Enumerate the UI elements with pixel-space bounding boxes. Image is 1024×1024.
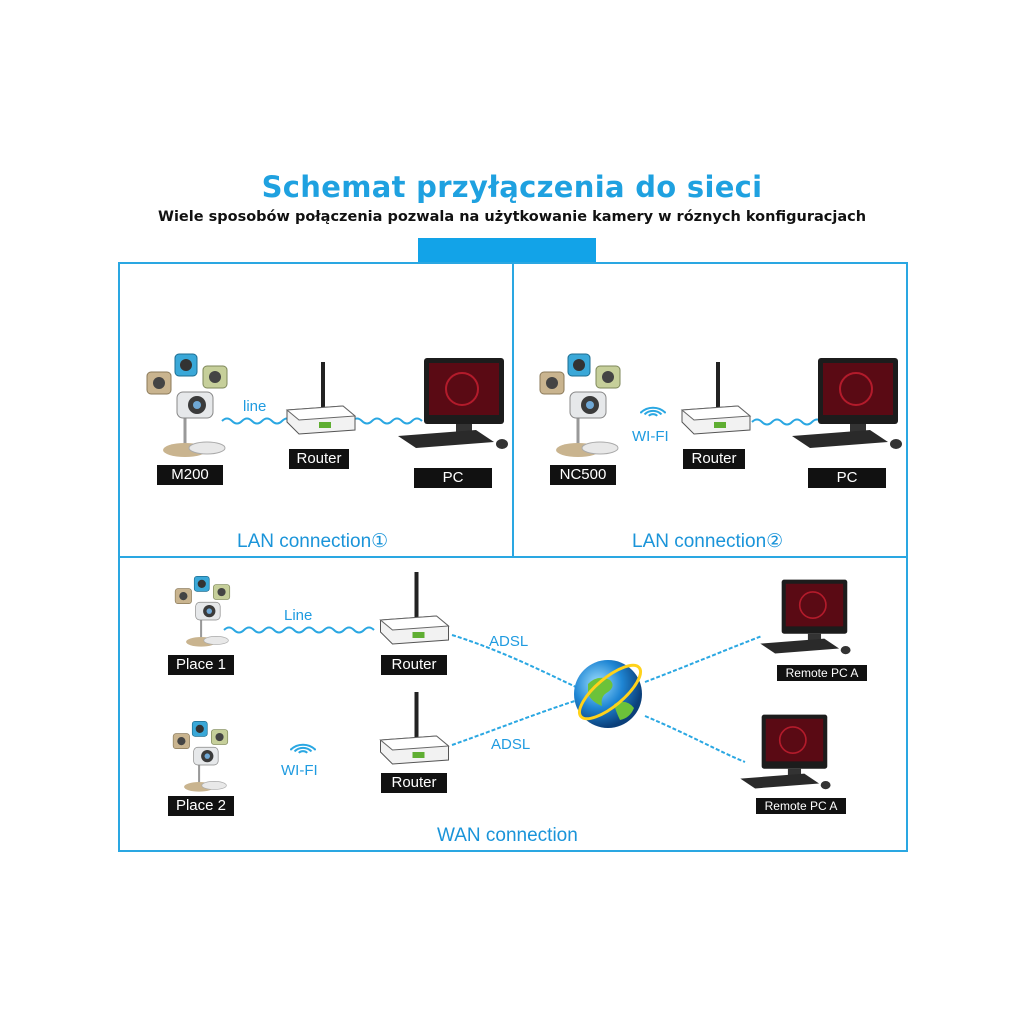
wan-place2-camera-cluster-icon: [172, 721, 229, 792]
lan1-pc-icon: [398, 358, 508, 449]
lan2-caption: LAN connection②: [632, 531, 784, 552]
wan-wifi-icon: [290, 743, 316, 754]
lan1-link-label: line: [243, 398, 267, 415]
lan1-camera-cluster-icon: [146, 353, 228, 457]
page-title: Schemat przyłączenia do sieci: [261, 170, 763, 204]
wan-adsl2-label: ADSL: [491, 736, 531, 753]
wan-place2-link-label: WI-FI: [281, 762, 318, 779]
wan-remote-pc2-label: Remote PC A: [756, 798, 846, 814]
wan-router1-label: Router: [381, 655, 447, 675]
lan1-pc-label: PC: [414, 468, 492, 488]
wan-place2-label: Place 2: [168, 796, 234, 816]
lan2-router-icon: [680, 362, 752, 435]
wan-router1-globe-line: [451, 634, 579, 689]
internet-globe-icon: [574, 660, 642, 728]
wan-router2-icon: [379, 692, 450, 765]
lan1-router-label: Router: [289, 449, 349, 469]
lan2-wifi-icon: [640, 406, 666, 417]
wan-router1-icon: [379, 572, 450, 645]
wan-remote-pc2-icon: [740, 714, 831, 790]
wan-place1-router-line: [223, 626, 375, 634]
wan-router2-label: Router: [381, 773, 447, 793]
lan1-router-icon: [285, 362, 357, 435]
wan-globe-remote2-line: [644, 715, 746, 763]
lan1-camera-router-line: [221, 417, 293, 425]
lan2-link-label: WI-FI: [632, 428, 669, 445]
lan2-camera-cluster-icon: [539, 353, 621, 457]
header-tab-bar: [418, 238, 596, 263]
lan2-pc-icon: [792, 358, 902, 449]
lan2-camera-label: NC500: [550, 465, 616, 485]
lan1-caption: LAN connection①: [237, 531, 389, 552]
wan-place1-camera-cluster-icon: [174, 576, 231, 647]
wan-adsl1-label: ADSL: [489, 633, 529, 650]
lan2-pc-label: PC: [808, 468, 886, 488]
wan-globe-remote1-line: [644, 635, 763, 683]
wan-remote-pc1-label: Remote PC A: [777, 665, 867, 681]
lan1-camera-label: M200: [157, 465, 223, 485]
wan-remote-pc1-icon: [760, 579, 851, 655]
page-subtitle: Wiele sposobów połączenia pozwala na uży…: [157, 209, 867, 225]
wan-caption: WAN connection: [437, 825, 578, 846]
lan2-router-pc-line: [751, 418, 823, 426]
wan-place1-label: Place 1: [168, 655, 234, 675]
lan1-router-pc-line: [351, 417, 423, 425]
wan-router2-globe-line: [451, 699, 579, 746]
lan2-router-label: Router: [683, 449, 745, 469]
wan-place1-link-label: Line: [284, 607, 313, 624]
